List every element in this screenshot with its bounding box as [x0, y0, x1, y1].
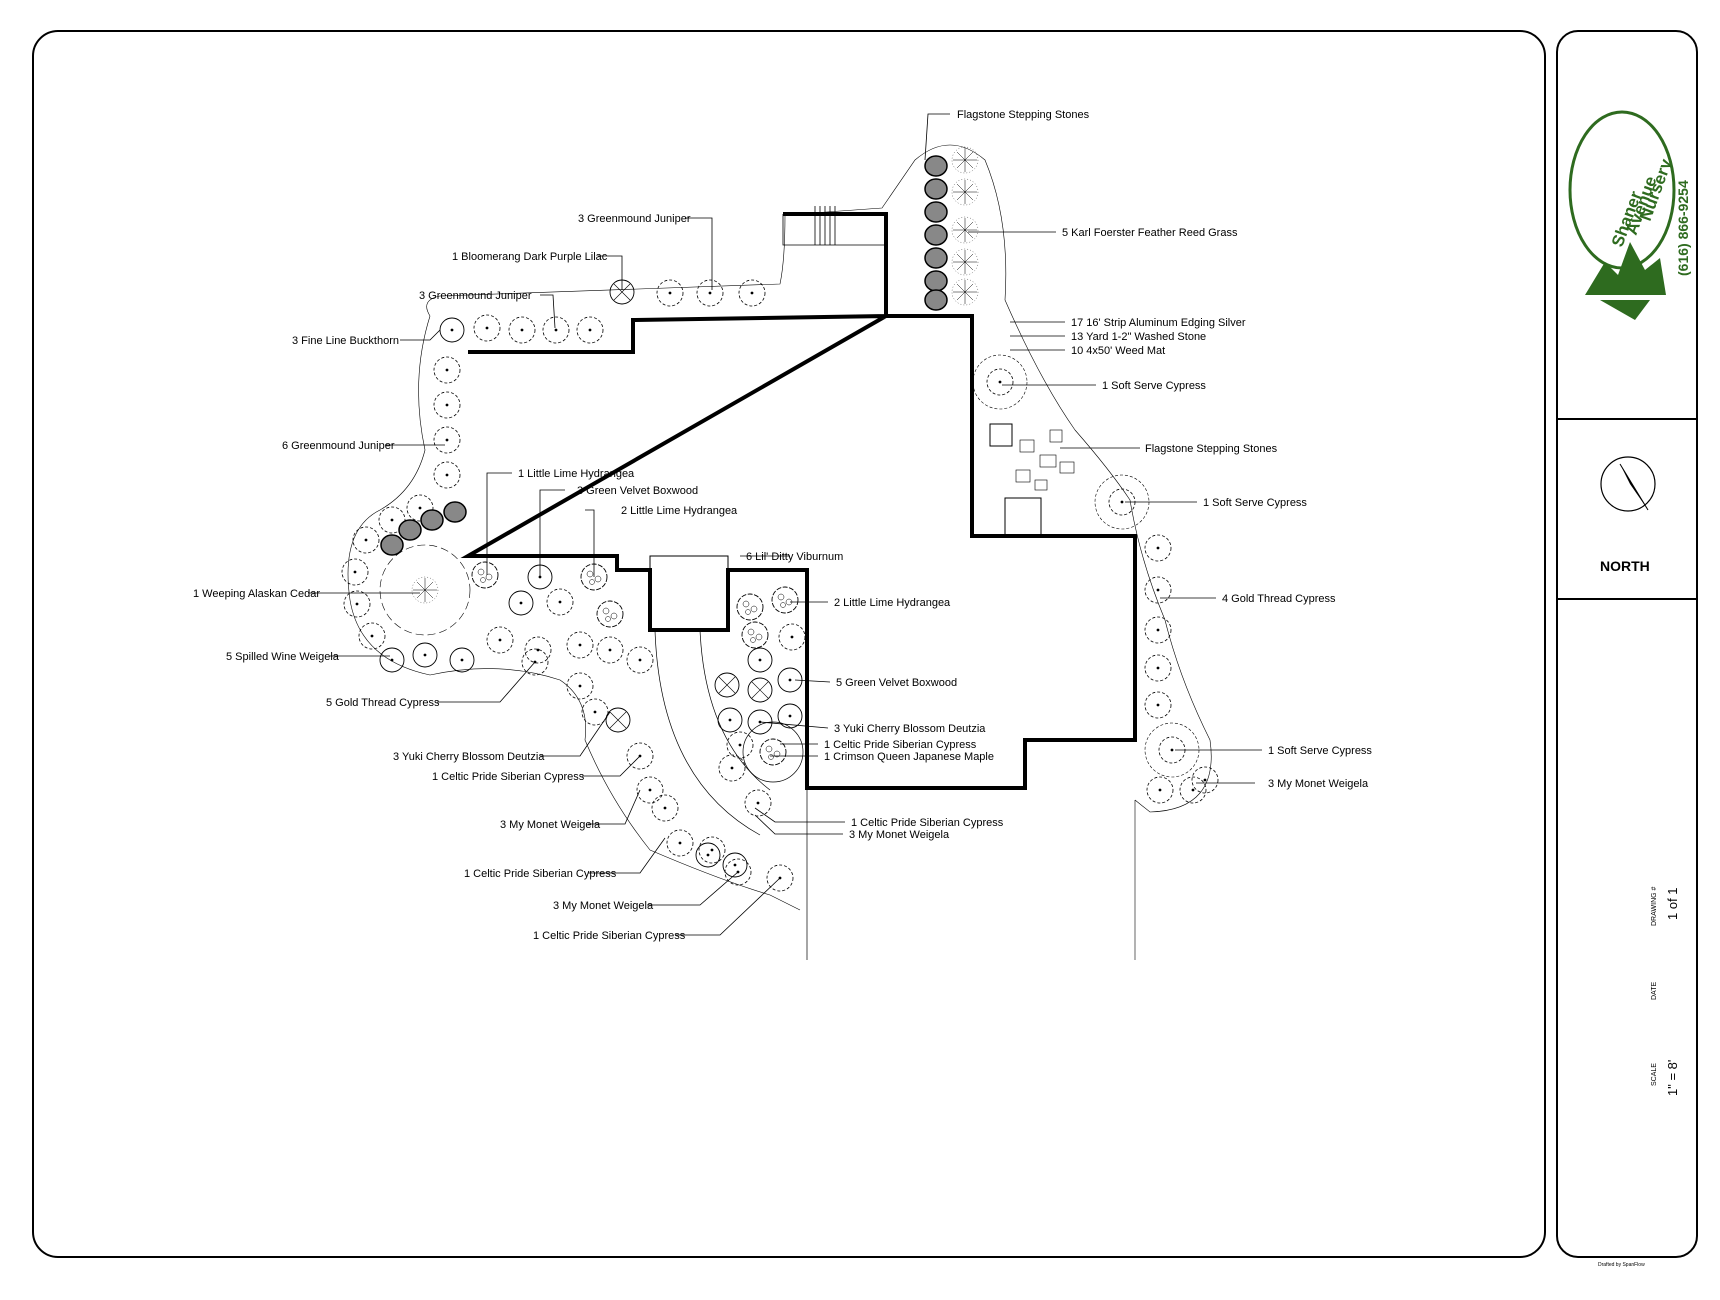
- steps: [782, 206, 885, 246]
- date-label: DATE: [1651, 982, 1658, 1000]
- house-footprint: [460, 212, 1137, 790]
- flagstone-stepping-stones-right: [1015, 429, 1075, 491]
- label-celtic-right-b: 1 Celtic Pride Siberian Cypress: [851, 817, 1004, 829]
- label-greenmound-top: 3 Greenmound Juniper: [578, 213, 691, 225]
- label-greenmound-left: 6 Greenmound Juniper: [282, 440, 395, 452]
- label-lilac: 1 Bloomerang Dark Purple Lilac: [452, 251, 608, 263]
- label-my-monet-left-a: 3 My Monet Weigela: [500, 819, 601, 831]
- flagstone-stepping-stones-top: [924, 155, 948, 311]
- bed-outline-west: [347, 315, 801, 911]
- label-weed-mat: 10 4x50' Weed Mat: [1071, 345, 1165, 357]
- label-gold-thread-5: 5 Gold Thread Cypress: [326, 697, 440, 709]
- label-my-monet-left-b: 3 My Monet Weigela: [553, 900, 654, 912]
- label-little-lime-2: 2 Little Lime Hydrangea: [621, 505, 738, 517]
- label-yuki-right: 3 Yuki Cherry Blossom Deutzia: [834, 723, 986, 735]
- scale-label: SCALE: [1651, 1063, 1658, 1086]
- porch: [649, 555, 729, 631]
- label-little-lime-1: 1 Little Lime Hydrangea: [518, 468, 635, 480]
- ac-unit: [989, 423, 1013, 447]
- label-washed-stone: 13 Yard 1-2" Washed Stone: [1071, 331, 1206, 343]
- label-my-monet-right-b: 3 My Monet Weigela: [849, 829, 950, 841]
- label-gold-thread-4: 4 Gold Thread Cypress: [1222, 593, 1336, 605]
- label-crimson-queen: 1 Crimson Queen Japanese Maple: [824, 751, 994, 763]
- label-flagstone-top: Flagstone Stepping Stones: [957, 109, 1090, 121]
- title-block: [1556, 30, 1698, 1258]
- label-soft-serve-3: 1 Soft Serve Cypress: [1268, 745, 1372, 757]
- label-celtic-left-b: 1 Celtic Pride Siberian Cypress: [464, 868, 617, 880]
- drawing-frame: [32, 30, 1546, 1258]
- logo-phone: (616) 866-9254: [1675, 180, 1691, 276]
- label-soft-serve-2: 1 Soft Serve Cypress: [1203, 497, 1307, 509]
- nursery-logo: [1568, 110, 1676, 320]
- bed-outline-northwest: [426, 144, 1212, 813]
- north-label: NORTH: [1600, 558, 1650, 574]
- label-spilled-wine: 5 Spilled Wine Weigela: [226, 651, 340, 663]
- label-celtic-right-a: 1 Celtic Pride Siberian Cypress: [824, 739, 977, 751]
- label-green-velvet-3: 3 Green Velvet Boxwood: [577, 485, 698, 497]
- label-little-lime-2b: 2 Little Lime Hydrangea: [834, 597, 951, 609]
- window-well: [1004, 497, 1042, 537]
- label-edging: 17 16' Strip Aluminum Edging Silver: [1071, 317, 1246, 329]
- sidewalk: [654, 570, 808, 960]
- label-celtic-left-a: 1 Celtic Pride Siberian Cypress: [432, 771, 585, 783]
- label-weeping-cedar: 1 Weeping Alaskan Cedar: [193, 588, 320, 600]
- drawing-number-label: DRAWING #: [1651, 886, 1658, 926]
- title-block-divider: [1558, 598, 1696, 600]
- drawing-number-value: 1 of 1: [1665, 887, 1680, 920]
- label-buckthorn: 3 Fine Line Buckthorn: [292, 335, 399, 347]
- label-feather-reed: 5 Karl Foerster Feather Reed Grass: [1062, 227, 1238, 239]
- label-celtic-left-c: 1 Celtic Pride Siberian Cypress: [533, 930, 686, 942]
- plant-labels: Flagstone Stepping Stones 3 Greenmound J…: [193, 109, 1372, 942]
- label-my-monet-right: 3 My Monet Weigela: [1268, 778, 1369, 790]
- scale-value: 1" = 8': [1665, 1060, 1680, 1096]
- label-greenmound-mid: 3 Greenmound Juniper: [419, 290, 532, 302]
- label-green-velvet-5: 5 Green Velvet Boxwood: [836, 677, 957, 689]
- drafted-credit: Drafted by SpanFlow: [1598, 1262, 1645, 1268]
- leader-lines: [308, 113, 1262, 936]
- title-block-divider: [1558, 418, 1696, 420]
- label-soft-serve-1: 1 Soft Serve Cypress: [1102, 380, 1206, 392]
- north-arrow-icon: [1600, 456, 1656, 512]
- label-flagstone-right: Flagstone Stepping Stones: [1145, 443, 1278, 455]
- label-lil-ditty: 6 Lil' Ditty Viburnum: [746, 551, 843, 563]
- label-yuki-left: 3 Yuki Cherry Blossom Deutzia: [393, 751, 545, 763]
